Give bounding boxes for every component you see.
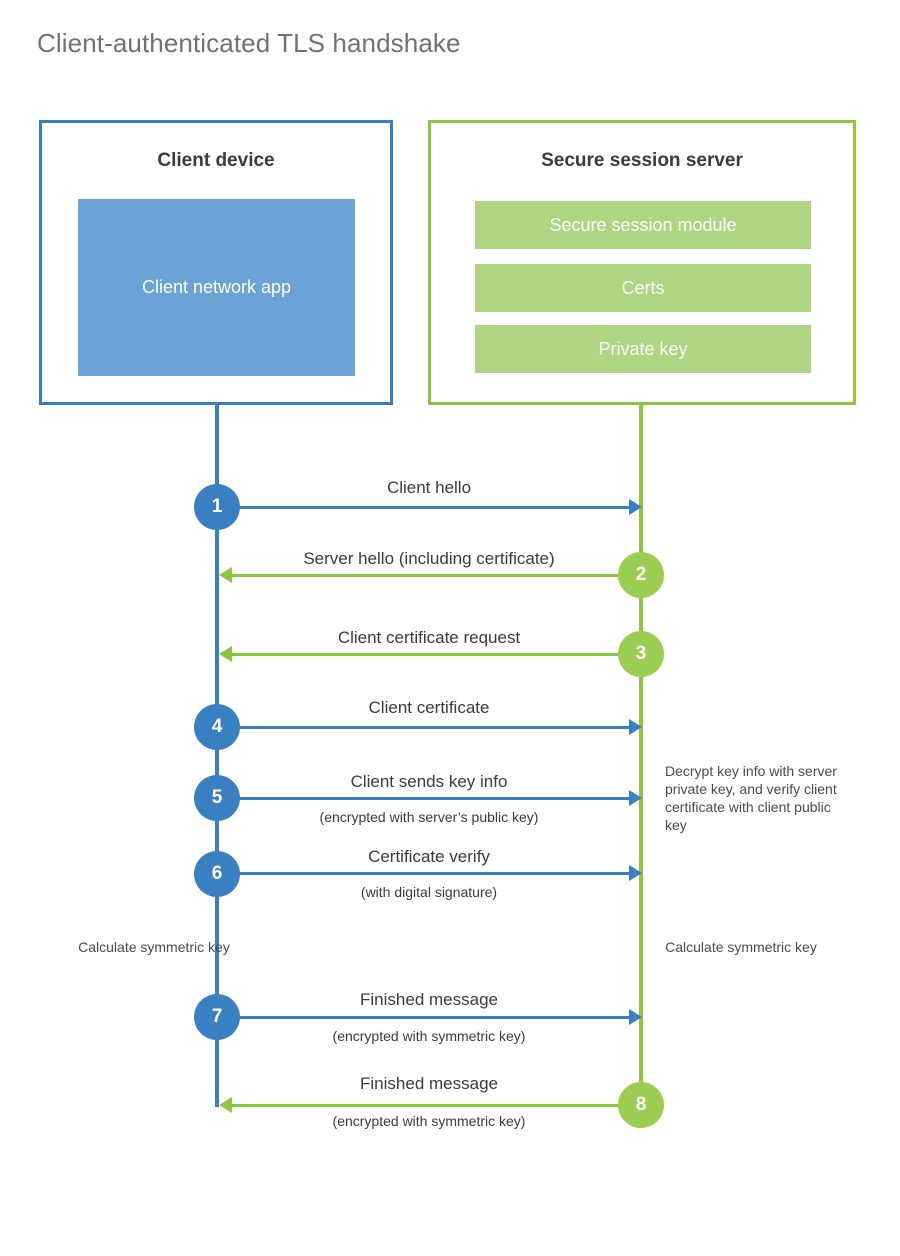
client-calculate-symmetric-key-note: Calculate symmetric key [78, 939, 230, 955]
step-circle-3[interactable]: 3 [618, 631, 664, 677]
client-device-box: Client device Client network app [39, 120, 393, 405]
client-network-app-block: Client network app [78, 199, 355, 376]
client-device-title: Client device [157, 150, 275, 171]
message-sublabel-7: (encrypted with symmetric key) [332, 1028, 526, 1044]
arrow-head-right-6 [629, 865, 642, 881]
secure-session-server-box: Secure session server Secure session mod… [428, 120, 856, 405]
message-label-6: Certificate verify [368, 847, 490, 866]
arrow-head-left-2 [219, 567, 232, 583]
arrow-head-right-7 [629, 1009, 642, 1025]
message-label-1: Client hello [386, 478, 472, 497]
message-label-3: Client certificate request [337, 628, 521, 647]
server-lifeline [639, 403, 643, 1107]
step-circle-7[interactable]: 7 [194, 994, 240, 1040]
arrow-head-left-8 [219, 1097, 232, 1113]
message-label-7: Finished message [360, 990, 498, 1009]
step-circle-4[interactable]: 4 [194, 704, 240, 750]
message-line-4 [217, 726, 629, 729]
message-label-8: Finished message [360, 1074, 498, 1093]
message-sublabel-8: (encrypted with symmetric key) [332, 1113, 526, 1129]
step-circle-6[interactable]: 6 [194, 851, 240, 897]
message-sublabel-5: (encrypted with server’s public key) [319, 809, 539, 825]
secure-session-server-title: Secure session server [541, 150, 743, 171]
server-decrypt-note: Decrypt key info with server private key… [665, 763, 837, 833]
message-label-4: Client certificate [368, 698, 490, 717]
page-title: Client-authenticated TLS handshake [37, 28, 461, 58]
server-calculate-symmetric-key-note: Calculate symmetric key [665, 939, 817, 955]
step-circle-1[interactable]: 1 [194, 484, 240, 530]
server-component-secure-session-module: Secure session module [475, 201, 811, 249]
message-label-2: Server hello (including certificate) [303, 549, 555, 568]
message-line-8 [232, 1104, 641, 1107]
message-line-2 [232, 574, 641, 577]
message-line-6 [217, 872, 629, 875]
message-label-5: Client sends key info [350, 772, 508, 791]
arrow-head-right-5 [629, 790, 642, 806]
message-line-1 [217, 506, 629, 509]
message-line-3 [232, 653, 641, 656]
message-line-5 [217, 797, 629, 800]
server-component-private-key: Private key [475, 325, 811, 373]
arrow-head-right-4 [629, 719, 642, 735]
message-sublabel-6: (with digital signature) [360, 884, 498, 900]
arrow-head-left-3 [219, 646, 232, 662]
arrow-head-right-1 [629, 499, 642, 515]
step-circle-5[interactable]: 5 [194, 775, 240, 821]
step-circle-8[interactable]: 8 [618, 1082, 664, 1128]
step-circle-2[interactable]: 2 [618, 552, 664, 598]
client-lifeline [215, 403, 219, 1107]
server-component-certs: Certs [475, 264, 811, 312]
message-line-7 [217, 1016, 629, 1019]
